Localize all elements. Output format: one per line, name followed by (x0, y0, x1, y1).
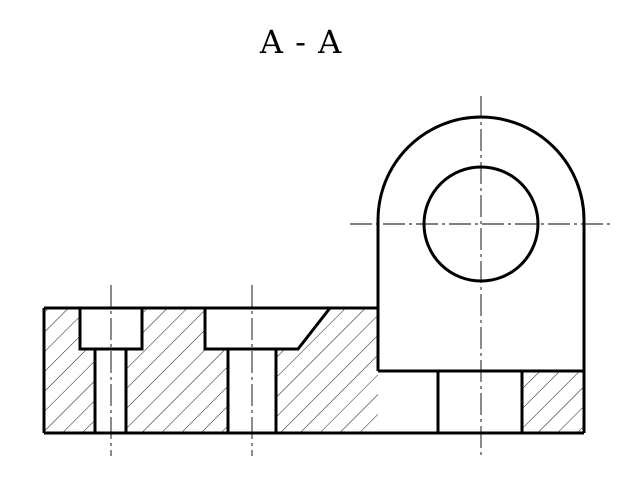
left-counterbored-hole (78, 308, 144, 433)
base-plate-outline (42, 220, 586, 435)
section-title: A - A (259, 23, 343, 61)
center-lines (110, 96, 612, 456)
middle-countersunk-hole (203, 307, 332, 433)
